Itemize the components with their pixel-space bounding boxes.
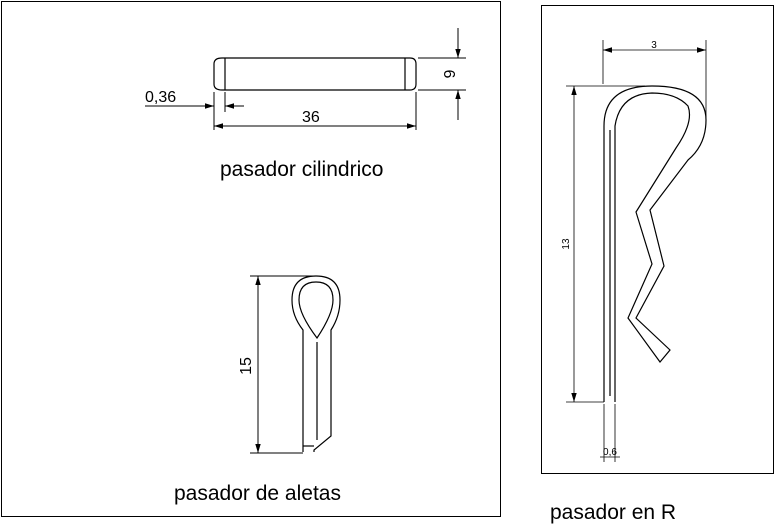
r-width-dimension: 3 — [651, 40, 657, 51]
cotter-pin-caption: pasador de aletas — [174, 482, 341, 505]
r-height-dimension: 13 — [561, 238, 572, 250]
r-pin-caption: pasador en R — [550, 501, 677, 524]
cotter-length-dimension: 15 — [238, 357, 255, 375]
cylindrical-diameter-dimension: 6 — [440, 70, 457, 79]
r-pin — [603, 85, 707, 402]
left-drawing-panel — [1, 1, 501, 517]
cylindrical-pin-dimensions — [145, 28, 466, 130]
cylindrical-pin-caption: pasador cilindrico — [220, 158, 384, 181]
cotter-pin — [291, 275, 341, 452]
r-wire-dimension: 0,6 — [603, 447, 617, 458]
cylindrical-chamfer-dimension: 0,36 — [145, 89, 176, 106]
r-pin-dimensions — [566, 40, 707, 462]
cotter-pin-dimensions — [250, 275, 316, 454]
cylindrical-length-dimension: 36 — [302, 109, 320, 126]
cylindrical-pin — [213, 57, 417, 91]
